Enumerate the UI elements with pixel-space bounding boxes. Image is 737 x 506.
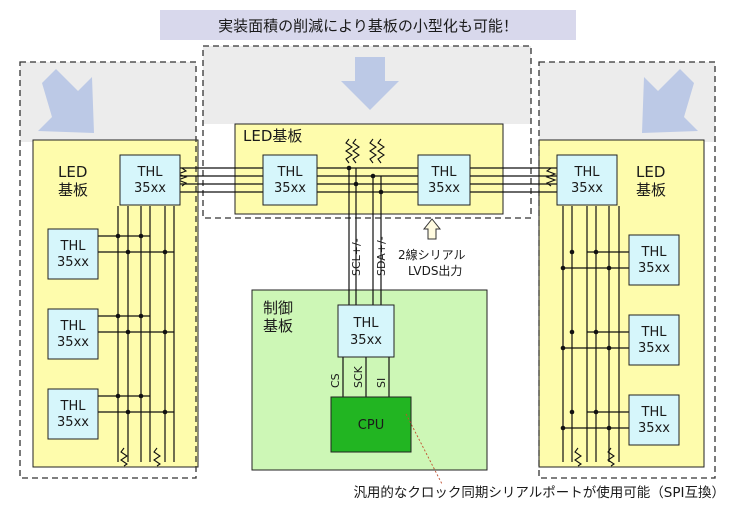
- led-board-left-label-line1: LED: [58, 163, 87, 181]
- up-arrow-icon: [422, 218, 442, 240]
- spi-sck-label: SCK: [352, 365, 365, 388]
- shrink-arrow-center-icon: [341, 57, 399, 110]
- chip-label-line2: 35xx: [134, 181, 166, 196]
- chip-label-line1: THL: [277, 165, 304, 180]
- chip-label-line2: 35xx: [638, 421, 670, 436]
- region-left-outline: [19, 61, 197, 479]
- thl-chip-left-3: THL 35xx: [47, 388, 99, 440]
- chip-label-line2: 35xx: [350, 333, 382, 348]
- thl-chip-right-main: THL 35xx: [556, 154, 618, 206]
- spi-si-label: SI: [375, 378, 388, 388]
- thl-chip-center-1: THL 35xx: [262, 154, 318, 206]
- led-board-right-label-line2: 基板: [636, 181, 666, 199]
- junction-dots: [115, 165, 612, 431]
- thl-chip-left-main: THL 35xx: [119, 154, 181, 206]
- region-right-outline: [538, 61, 716, 479]
- led-board-center-title: LED基板: [243, 127, 302, 145]
- spi-cs-label: CS: [329, 373, 342, 388]
- lvds-scl-label: SCL+/-: [350, 238, 363, 276]
- control-board-label-line2: 基板: [263, 317, 293, 335]
- control-board-label-line1: 制御: [263, 299, 293, 317]
- banner-text: 実装面積の削減により基板の小型化も可能！: [218, 17, 518, 35]
- led-board-left-label-line2: 基板: [58, 181, 88, 199]
- chip-label-line2: 35xx: [57, 415, 89, 430]
- thl-chip-control: THL 35xx: [337, 304, 395, 358]
- thl-chip-right-3: THL 35xx: [628, 394, 680, 446]
- thl-chip-left-2: THL 35xx: [47, 308, 99, 360]
- chip-label-line2: 35xx: [571, 181, 603, 196]
- thl-chip-right-2: THL 35xx: [628, 314, 680, 366]
- thl-chip-right-1: THL 35xx: [628, 234, 680, 286]
- footnote-leader: [405, 413, 443, 485]
- thl-chip-center-2: THL 35xx: [417, 154, 471, 206]
- led-board-right-label-line1: LED: [636, 163, 665, 181]
- termination-resistors: [120, 138, 615, 467]
- chip-label-line1: THL: [641, 325, 668, 340]
- shrink-arrow-right-icon: [642, 69, 698, 133]
- thl-chip-left-1: THL 35xx: [47, 228, 99, 280]
- chip-label-line1: THL: [137, 165, 164, 180]
- lvds-note-line1: 2線シリアル: [398, 247, 466, 262]
- chip-label-line2: 35xx: [638, 261, 670, 276]
- chip-label-line1: THL: [353, 316, 380, 331]
- chip-label-line1: THL: [641, 405, 668, 420]
- chip-label-line2: 35xx: [638, 341, 670, 356]
- chip-label-line2: 35xx: [57, 335, 89, 350]
- chip-label-line1: THL: [60, 239, 87, 254]
- shrink-arrow-left-icon: [38, 69, 94, 133]
- chip-label-line1: THL: [60, 399, 87, 414]
- lvds-note-line2: LVDS出力: [408, 264, 462, 278]
- cpu-label: CPU: [358, 418, 384, 433]
- lvds-sda-label: SDA+/-: [375, 236, 388, 276]
- chip-label-line1: THL: [641, 245, 668, 260]
- wiring: [98, 167, 629, 462]
- region-center-outline: [202, 45, 532, 219]
- chip-label-line1: THL: [574, 165, 601, 180]
- chip-label-line2: 35xx: [274, 181, 306, 196]
- chip-label-line2: 35xx: [428, 181, 460, 196]
- chip-label-line2: 35xx: [57, 255, 89, 270]
- chip-label-line1: THL: [431, 165, 458, 180]
- chip-label-line1: THL: [60, 319, 87, 334]
- banner-box: [160, 10, 576, 40]
- cpu-block: [330, 396, 412, 453]
- footnote-text: 汎用的なクロック同期シリアルポートが使用可能（SPI互換）: [353, 484, 725, 501]
